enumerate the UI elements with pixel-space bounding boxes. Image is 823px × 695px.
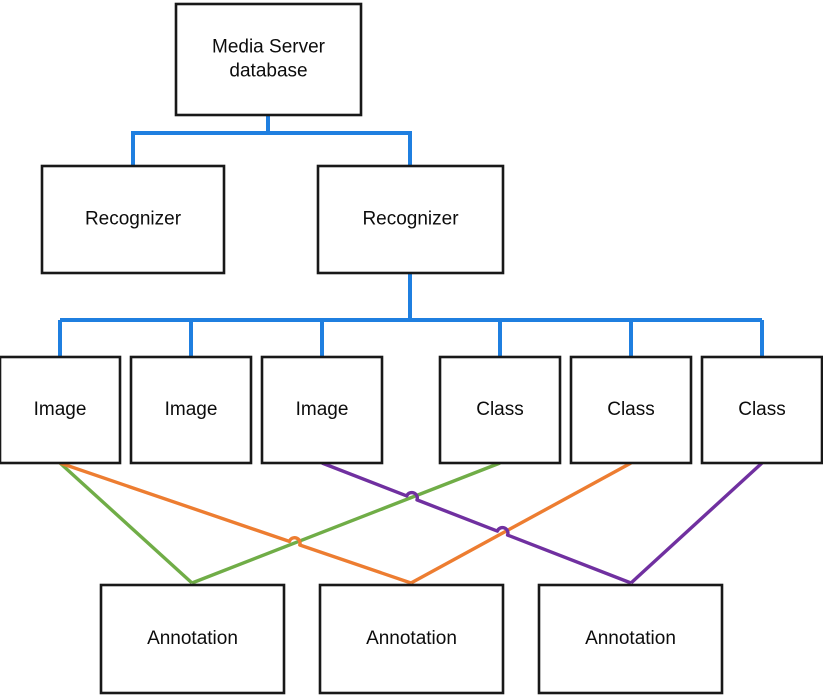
node-image-2-rect[interactable]	[129, 355, 253, 465]
node-class-1-rect[interactable]	[438, 355, 562, 465]
node-recognizer-right[interactable]: Recognizer	[316, 164, 505, 275]
node-recognizer-left-rect[interactable]	[40, 164, 226, 275]
node-media-server-database-label: Media Server	[212, 37, 326, 58]
node-recognizer-right-label: Recognizer	[362, 209, 459, 230]
node-annotation-3[interactable]: Annotation	[537, 583, 724, 695]
node-image-1-label: Image	[34, 399, 87, 420]
node-class-3-rect[interactable]	[700, 355, 823, 465]
node-annotation-2-label: Annotation	[366, 628, 457, 649]
association-edge-orange-1	[410, 461, 632, 585]
node-recognizer-left[interactable]: Recognizer	[40, 164, 226, 275]
node-recognizer-right-rect[interactable]	[316, 164, 505, 275]
edge-group-root-to-recognizers	[131, 115, 412, 166]
association-edge-layer	[58, 461, 764, 585]
node-image-2-label: Image	[165, 399, 218, 420]
node-image-3-label: Image	[296, 399, 349, 420]
node-class-2-rect[interactable]	[569, 355, 693, 465]
node-annotation-1-label: Annotation	[147, 628, 238, 649]
node-media-server-database-label: database	[229, 61, 307, 82]
node-class-1-label: Class	[476, 399, 524, 420]
node-annotation-1[interactable]: Annotation	[99, 583, 286, 695]
node-class-2-label: Class	[607, 399, 655, 420]
association-edge-green-0	[58, 461, 194, 585]
edge-recognizer-drops	[58, 320, 764, 357]
node-annotation-2[interactable]: Annotation	[318, 583, 505, 695]
node-annotation-3-rect[interactable]	[537, 583, 724, 695]
node-annotation-2-rect[interactable]	[318, 583, 505, 695]
node-media-server-database-rect[interactable]	[174, 2, 363, 117]
node-recognizer-left-label: Recognizer	[85, 209, 182, 230]
node-class-3[interactable]: Class	[700, 355, 823, 465]
edge-group-recognizer-to-leaves	[58, 273, 764, 357]
node-image-2[interactable]: Image	[129, 355, 253, 465]
node-image-1[interactable]: Image	[0, 355, 122, 465]
node-media-server-database[interactable]: Media Server database	[174, 2, 363, 117]
node-class-2[interactable]: Class	[569, 355, 693, 465]
node-annotation-3-label: Annotation	[585, 628, 676, 649]
association-edge-green-1	[191, 461, 501, 585]
node-image-3[interactable]: Image	[260, 355, 384, 465]
node-image-1-rect[interactable]	[0, 355, 122, 465]
node-annotation-1-rect[interactable]	[99, 583, 286, 695]
node-class-3-label: Class	[738, 399, 786, 420]
edge-root-fork-right	[268, 131, 412, 166]
node-image-3-rect[interactable]	[260, 355, 384, 465]
association-edge-purple-0	[321, 461, 632, 585]
association-edge-orange-0	[59, 461, 412, 585]
association-edge-purple-1	[629, 461, 764, 585]
node-class-1[interactable]: Class	[438, 355, 562, 465]
edge-root-fork-left	[131, 131, 268, 166]
